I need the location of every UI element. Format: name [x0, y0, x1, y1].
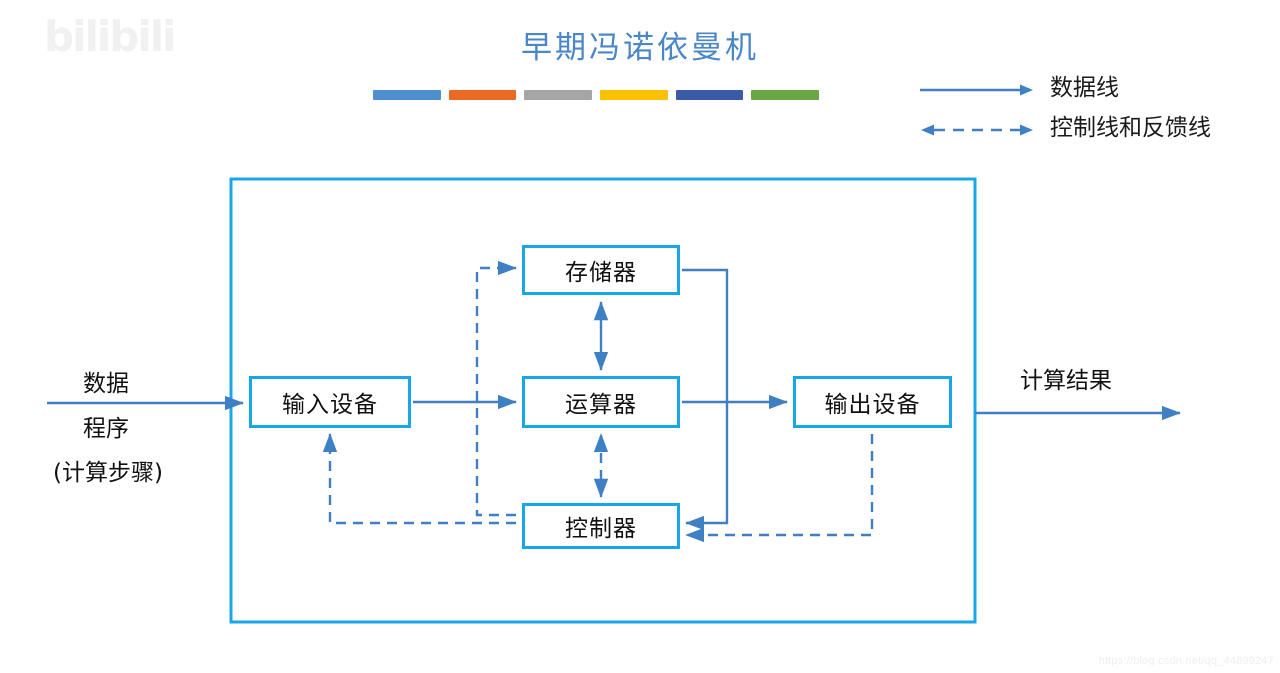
label-calculation-result: 计算结果 — [1020, 368, 1112, 394]
bar-gray — [524, 90, 593, 100]
label-data: 数据 — [83, 371, 129, 397]
node-controller[interactable]: 控制器 — [522, 503, 680, 549]
legend-label-control-line: 控制线和反馈线 — [1050, 115, 1211, 141]
legend-item-data-line: 数据线 — [918, 70, 1268, 110]
page-title: 早期冯诺依曼机 — [521, 30, 759, 66]
legend: 数据线 控制线和反馈线 — [918, 70, 1268, 150]
bar-blue-dark — [675, 90, 744, 100]
label-calculation-steps: (计算步骤) — [53, 460, 163, 486]
bar-blue-light — [373, 90, 441, 100]
edge-output-to-controller — [685, 434, 874, 543]
bar-orange — [448, 90, 517, 100]
decorative-color-bars — [373, 90, 820, 100]
legend-item-control-line: 控制线和反馈线 — [918, 110, 1268, 150]
node-storage[interactable]: 存储器 — [522, 245, 680, 295]
bilibili-logo-watermark: bilibili — [44, 12, 177, 61]
arrow-right-icon — [920, 84, 1033, 96]
bar-green — [751, 90, 820, 100]
edge-controller-to-storage — [475, 260, 517, 517]
legend-label-data-line: 数据线 — [1050, 75, 1119, 101]
node-arithmetic-unit[interactable]: 运算器 — [522, 376, 680, 428]
url-watermark: https://blog.csdn.net/qq_44899247 — [1098, 655, 1274, 667]
arrow-double-dashed-icon — [921, 124, 1033, 136]
node-input-device[interactable]: 输入设备 — [249, 376, 411, 428]
bar-yellow — [600, 90, 668, 100]
label-program: 程序 — [83, 416, 129, 442]
edge-controller-to-input — [322, 433, 516, 525]
node-output-device[interactable]: 输出设备 — [793, 376, 952, 428]
edge-storage-to-controller — [682, 268, 729, 531]
